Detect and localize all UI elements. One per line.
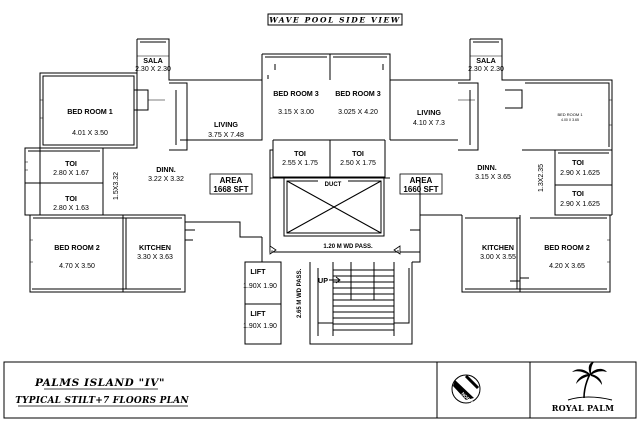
left-kitchen-size: 3.30 X 3.63 <box>137 254 173 261</box>
center-core: BED ROOM 3 3.15 X 3.00 BED ROOM 3 3.025 … <box>243 89 401 330</box>
left-living-label: LIVING <box>214 120 238 129</box>
left-sala-size: 2.30 X 2.30 <box>135 66 171 73</box>
center-bed-room-3-right-label: BED ROOM 3 <box>335 89 381 98</box>
left-bed-room-1-label: BED ROOM 1 <box>67 107 113 116</box>
left-bed-room-1-size: 4.01 X 3.50 <box>72 130 108 137</box>
window-lines <box>25 55 612 263</box>
left-toi-1-size: 2.80 X 1.67 <box>53 170 89 177</box>
stair-up-label: UP <box>318 276 328 285</box>
right-dinn-label: DINN. <box>477 163 497 172</box>
right-toi-2-label: TOI <box>572 189 584 198</box>
north-arrow-icon: NORTH <box>451 374 481 406</box>
right-unit: SALA 2.30 X 2.30 LIVING 4.10 X 7.3 BED R… <box>399 56 600 270</box>
section-marker-a-icon <box>269 245 277 255</box>
left-unit: SALA 2.30 X 2.30 BED ROOM 1 4.01 X 3.50 … <box>53 56 253 270</box>
right-passage-size: 1.3X2.35 <box>538 164 545 192</box>
project-title: PALMS ISLAND "IV" <box>34 377 165 389</box>
left-kitchen-label: KITCHEN <box>139 243 171 252</box>
right-area-box <box>399 173 443 195</box>
left-bed-room-2-label: BED ROOM 2 <box>54 243 100 252</box>
section-marker-a-text: A <box>271 250 274 254</box>
right-bed-room-2-label: BED ROOM 2 <box>544 243 590 252</box>
lift-1-size: 1.90X 1.90 <box>243 283 277 290</box>
right-toi-2-size: 2.90 X 1.625 <box>560 201 600 208</box>
title-block: PALMS ISLAND "IV" TYPICAL STILT+7 FLOORS… <box>3 361 637 419</box>
royal-palm-logo <box>567 362 613 401</box>
section-marker-b: B <box>393 245 401 255</box>
right-area-value: 1660 SFT <box>403 185 438 194</box>
lift-2-label: LIFT <box>250 309 266 318</box>
duct-label: DUCT <box>325 182 342 188</box>
left-area-box <box>209 173 253 195</box>
right-bed-room-1-label: BED ROOM 1 <box>557 112 583 117</box>
left-living-size: 3.75 X 7.48 <box>208 132 244 139</box>
title-block-frame <box>3 361 637 419</box>
duct-label-bg <box>318 179 348 188</box>
center-toi-right-size: 2.50 X 1.75 <box>340 160 376 167</box>
left-sala-label: SALA <box>143 56 163 65</box>
header-title: WAVE POOL SIDE VIEW <box>269 16 401 25</box>
center-bed-room-3-left-label: BED ROOM 3 <box>273 89 319 98</box>
lift-1-label: LIFT <box>250 267 266 276</box>
lift-2-size: 1.90X 1.90 <box>243 323 277 330</box>
center-toi-right-label: TOI <box>352 149 364 158</box>
wd-pass-vertical-label: 2.65 M WD PASS. <box>297 268 303 318</box>
right-area-label: AREA <box>410 176 433 185</box>
walls <box>24 38 613 345</box>
right-sala-size: 2.30 X 2.30 <box>468 66 504 73</box>
stair-up-arrow-icon <box>329 276 341 284</box>
section-marker-b-text: B <box>397 250 400 254</box>
header-box <box>267 13 403 26</box>
right-toi-1-label: TOI <box>572 158 584 167</box>
left-dinn-label: DINN. <box>156 165 176 174</box>
right-kitchen-size: 3.00 X 3.55 <box>480 254 516 261</box>
right-dinn-size: 3.15 X 3.65 <box>475 174 511 181</box>
left-toi-1-label: TOI <box>65 159 77 168</box>
left-toi-2-size: 2.80 X 1.63 <box>53 205 89 212</box>
section-marker-b-icon <box>393 245 401 255</box>
center-toi-left-size: 2.55 X 1.75 <box>282 160 318 167</box>
right-sala-label: SALA <box>476 56 496 65</box>
center-bed-room-3-right-size: 3.025 X 4.20 <box>338 109 378 116</box>
right-living-label: LIVING <box>417 108 441 117</box>
left-dinn-size: 3.22 X 3.32 <box>148 176 184 183</box>
center-bed-room-3-left-size: 3.15 X 3.00 <box>278 109 314 116</box>
right-kitchen-label: KITCHEN <box>482 243 514 252</box>
section-marker-a: A <box>269 245 277 255</box>
left-area-label: AREA <box>220 176 243 185</box>
wd-pass-label: 1.20 M WD PASS. <box>323 244 373 250</box>
plan-title: TYPICAL STILT+7 FLOORS PLAN <box>15 396 189 406</box>
left-bed-room-2-size: 4.70 X 3.50 <box>59 263 95 270</box>
center-toi-left-label: TOI <box>294 149 306 158</box>
right-bed-room-2-size: 4.20 X 3.65 <box>549 263 585 270</box>
left-area-value: 1668 SFT <box>213 185 248 194</box>
left-passage-size: 1.5X3.32 <box>113 172 120 200</box>
right-toi-1-size: 2.90 X 1.625 <box>560 170 600 177</box>
right-living-size: 4.10 X 7.3 <box>413 120 445 127</box>
royal-palm-text: ROYAL PALM <box>552 403 615 413</box>
right-bed-room-1-size: 4.00 X 3.65 <box>561 118 579 122</box>
left-toi-2-label: TOI <box>65 194 77 203</box>
